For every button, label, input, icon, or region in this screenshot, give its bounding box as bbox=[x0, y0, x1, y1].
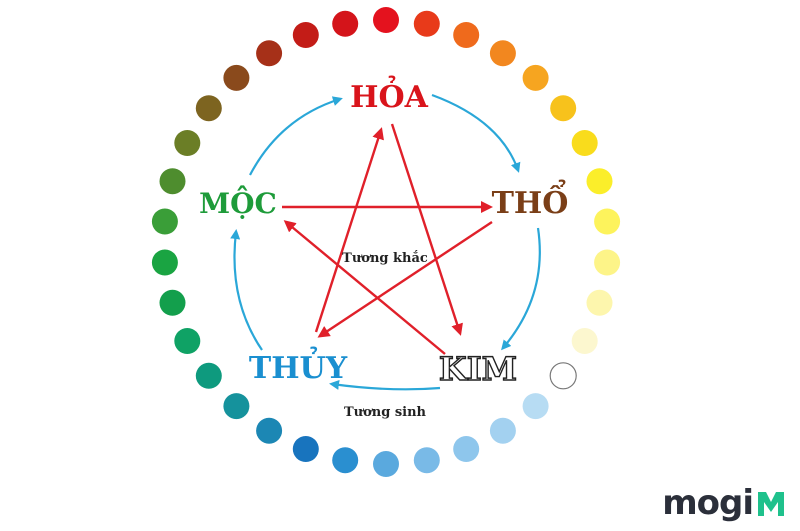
color-dot bbox=[549, 362, 577, 390]
color-dot bbox=[571, 130, 598, 156]
color-dot bbox=[292, 436, 319, 462]
color-dot bbox=[159, 289, 186, 316]
element-kim-label: KIM bbox=[439, 350, 517, 388]
color-dot bbox=[586, 168, 613, 195]
color-dot bbox=[174, 328, 201, 354]
color-dot bbox=[174, 130, 201, 156]
arrow-tho-to-kim bbox=[501, 227, 541, 351]
generation-cycle-label: Tương sinh bbox=[344, 405, 427, 420]
arrow-kim-to-moc bbox=[283, 220, 446, 355]
arrow-tho-to-thuy bbox=[317, 220, 493, 338]
color-dot bbox=[373, 7, 399, 33]
color-dot bbox=[223, 64, 250, 91]
color-dot bbox=[373, 451, 399, 477]
color-dot bbox=[223, 393, 250, 420]
color-dot bbox=[256, 417, 283, 444]
color-dot bbox=[594, 249, 621, 276]
color-dot bbox=[453, 436, 480, 462]
arrow-thuy-to-hoa bbox=[314, 127, 384, 333]
color-dot bbox=[151, 208, 178, 235]
element-moc-label: MỘC bbox=[199, 185, 277, 220]
color-dot bbox=[586, 289, 613, 316]
color-dot bbox=[195, 95, 222, 122]
element-tho-label: THỔ bbox=[492, 179, 569, 221]
arrow-hoa-to-tho bbox=[431, 93, 521, 173]
arrow-moc-to-hoa bbox=[249, 96, 343, 176]
color-dot bbox=[489, 417, 516, 444]
color-dot bbox=[413, 447, 440, 474]
element-thuy-label: THỦY bbox=[249, 346, 348, 386]
arrow-kim-to-thuy bbox=[329, 380, 441, 391]
color-dot-ring bbox=[151, 7, 621, 477]
color-dot bbox=[292, 22, 319, 48]
color-dot bbox=[522, 64, 549, 91]
brand-logo-icon bbox=[758, 492, 784, 516]
color-dot bbox=[159, 168, 186, 195]
color-dot bbox=[195, 362, 222, 389]
destruction-cycle-label: Tương khắc bbox=[342, 250, 428, 266]
color-dot bbox=[550, 95, 577, 122]
arrow-hoa-to-kim bbox=[390, 123, 463, 336]
arrow-thuy-to-moc bbox=[230, 229, 263, 351]
color-dot bbox=[413, 10, 440, 37]
color-dot bbox=[332, 10, 359, 37]
color-dot bbox=[453, 22, 480, 48]
color-dot bbox=[571, 328, 598, 354]
color-dot bbox=[489, 40, 516, 67]
destruction-star-arrows bbox=[282, 123, 493, 355]
color-dot bbox=[332, 447, 359, 474]
brand-logo: mogi bbox=[662, 483, 786, 523]
color-dot bbox=[594, 208, 621, 235]
color-dot bbox=[256, 40, 283, 67]
brand-logo-text: mogi bbox=[662, 483, 754, 523]
element-hoa-label: HỎA bbox=[350, 75, 428, 115]
color-dot bbox=[522, 393, 549, 420]
color-dot bbox=[151, 249, 178, 276]
generation-cycle-arrows bbox=[230, 93, 541, 391]
